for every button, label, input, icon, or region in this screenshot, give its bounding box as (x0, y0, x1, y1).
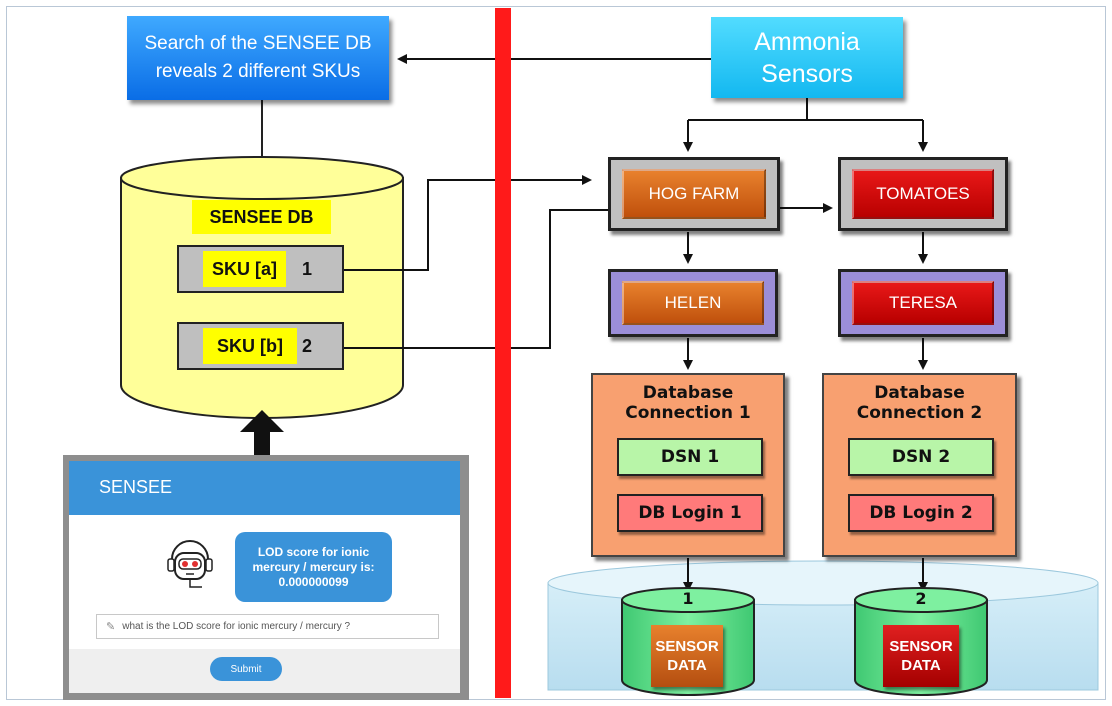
submit-button[interactable]: Submit (210, 657, 282, 681)
dsn-1-box: DSN 1 (617, 438, 763, 476)
pencil-icon: ✎ (106, 621, 116, 633)
question-input[interactable]: ✎ what is the LOD score for ionic mercur… (96, 614, 439, 639)
question-input-value: what is the LOD score for ionic mercury … (122, 621, 351, 632)
up-arrow (240, 410, 284, 455)
database-connection-2: Database Connection 2 DSN 2 DB Login 2 (822, 373, 1017, 557)
chat-window: SENSEE LOD score for ionic mercury / mer… (69, 461, 460, 693)
sensee-db-title: SENSEE DB (192, 200, 331, 234)
sensor-data-1-label: SENSOR DATA (651, 625, 723, 687)
db-login-2-box: DB Login 2 (848, 494, 994, 532)
sku-a-label: SKU [a] (203, 251, 286, 287)
diagram-frame (6, 6, 1106, 700)
section-divider (495, 8, 511, 698)
search-result-text: Search of the SENSEE DB reveals 2 differ… (144, 33, 372, 82)
teresa-button: TERESA (852, 281, 994, 325)
ammonia-sensors-box: Ammonia Sensors (711, 17, 903, 98)
hog-farm-node: HOG FARM (608, 157, 780, 231)
sensor-db-2-number: 2 (915, 589, 927, 608)
sku-a-row: SKU [a] 1 (177, 245, 344, 293)
teresa-node: TERESA (838, 269, 1008, 337)
chat-panel: SENSEE LOD score for ionic mercury / mer… (63, 455, 469, 700)
hog-farm-button: HOG FARM (622, 169, 766, 219)
sku-b-number: 2 (302, 336, 313, 356)
database-connection-1: Database Connection 1 DSN 1 DB Login 1 (591, 373, 785, 557)
chat-title: SENSEE (99, 477, 173, 497)
ammonia-fork-arrows (683, 98, 928, 152)
tomatoes-node: TOMATOES (838, 157, 1008, 231)
database-connection-2-title: Database Connection 2 (856, 383, 983, 423)
answer-bubble: LOD score for ionic mercury / mercury is… (235, 532, 392, 602)
robot-icon (167, 540, 213, 588)
dsn-2-box: DSN 2 (848, 438, 994, 476)
sku-b-to-hog-farm-line (340, 209, 608, 349)
db-login-1-box: DB Login 1 (617, 494, 763, 532)
sensor-data-2-label: SENSOR DATA (883, 625, 959, 687)
helen-button: HELEN (622, 281, 764, 325)
sensor-db-1-number: 1 (682, 589, 694, 608)
sku-a-number: 1 (302, 259, 313, 279)
tomatoes-button: TOMATOES (852, 169, 994, 219)
ammonia-sensors-label: Ammonia Sensors (754, 27, 860, 88)
helen-node: HELEN (608, 269, 778, 337)
sku-b-row: SKU [b] 2 (177, 322, 344, 370)
sku-b-label: SKU [b] (203, 328, 297, 364)
answer-text: LOD score for ionic mercury / mercury is… (252, 544, 375, 589)
chat-header: SENSEE (69, 461, 460, 515)
search-result-box: Search of the SENSEE DB reveals 2 differ… (127, 16, 389, 100)
database-connection-1-title: Database Connection 1 (625, 383, 751, 423)
